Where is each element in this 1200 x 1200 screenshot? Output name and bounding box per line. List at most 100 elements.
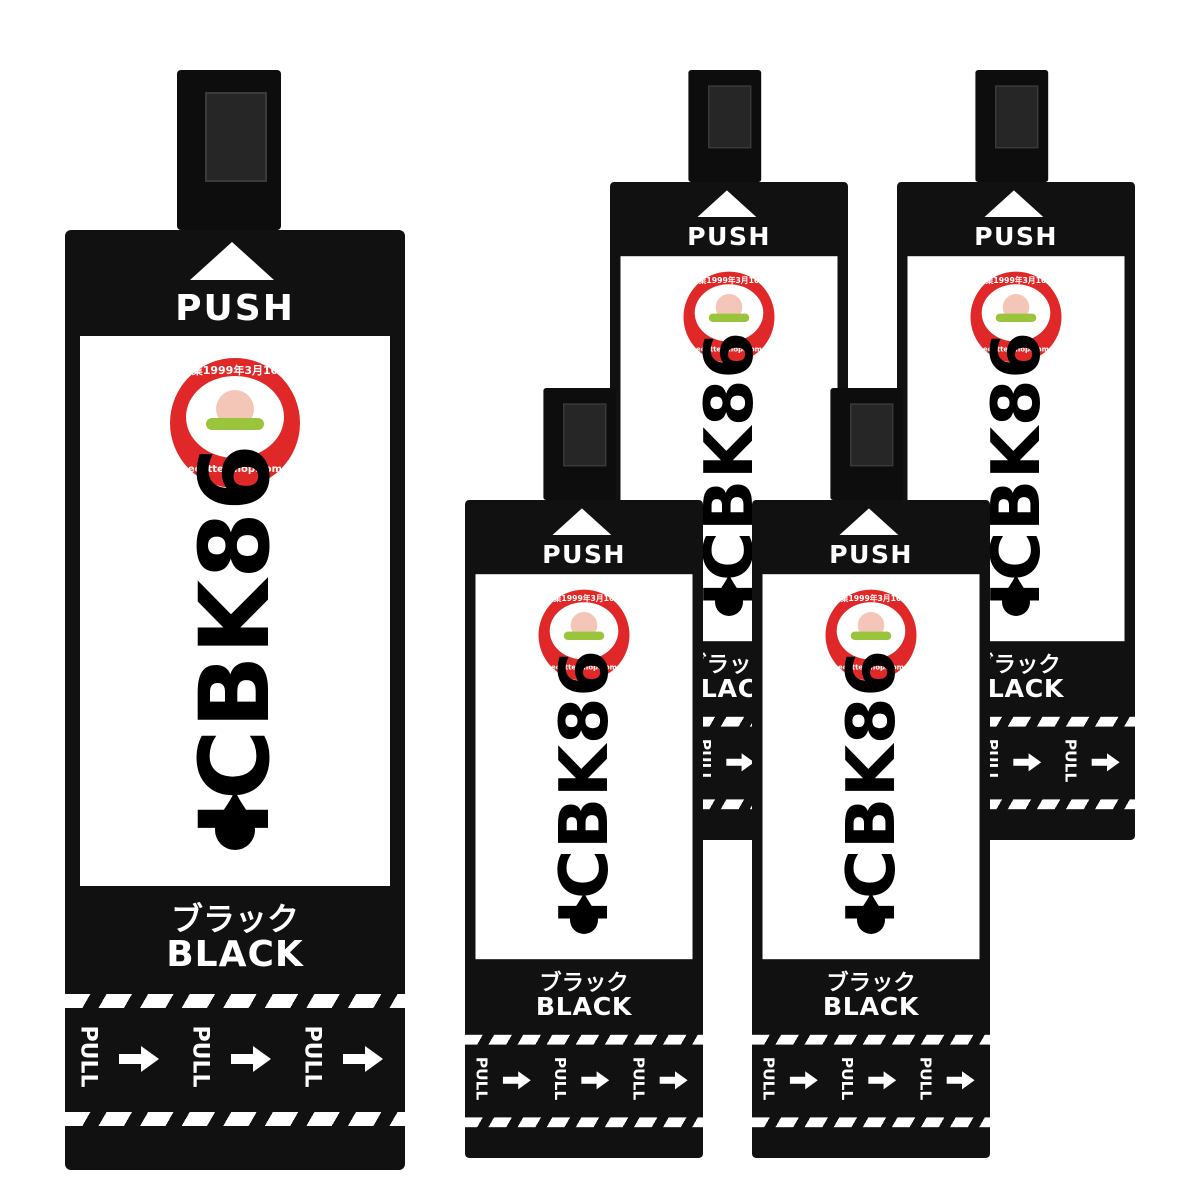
up-arrow-icon: [697, 190, 757, 217]
pull-tab: PULL: [752, 1047, 829, 1114]
seal-mascot: [186, 376, 284, 458]
push-label: PUSH: [974, 222, 1058, 252]
up-arrow-icon: [839, 508, 899, 535]
up-arrow-icon: [984, 190, 1044, 217]
right-arrow-icon: [581, 1071, 610, 1090]
model-wrap: ICBK86: [793, 649, 950, 924]
up-arrow-icon: [552, 508, 612, 535]
cartridge-cap: [177, 70, 281, 230]
right-arrow-icon: [726, 753, 755, 772]
right-arrow-icon: [231, 1046, 271, 1072]
seal-bottom-text: ecotte-shop.com: [696, 345, 762, 354]
seal-bottom-text: ecotte-shop.com: [983, 345, 1049, 354]
cartridge-cap: [543, 388, 617, 500]
pull-label: PULL: [629, 1056, 647, 1101]
stripe-top: [752, 1034, 990, 1045]
mascot-mustache: [850, 631, 892, 640]
pull-tab-band: PULL PULL PULL: [65, 990, 405, 1130]
push-label: PUSH: [687, 222, 771, 252]
model-wrap: ICBK86: [123, 443, 347, 836]
color-name-jp: ブラック: [170, 900, 299, 938]
pull-tab: PULL: [177, 1012, 287, 1108]
mascot-mustache: [995, 313, 1037, 322]
cartridge-cap: [688, 70, 762, 182]
pull-label: PULL: [1061, 738, 1079, 783]
color-name-jp: ブラック: [539, 969, 629, 996]
shop-seal-logo: 創業1999年3月10日 ecotte-shop.com: [170, 358, 300, 488]
right-arrow-icon: [119, 1046, 159, 1072]
cartridge-cap: [975, 70, 1049, 182]
push-label: PUSH: [175, 288, 295, 329]
right-arrow-icon: [343, 1046, 383, 1072]
pull-label: PULL: [75, 1025, 101, 1088]
seal-mascot: [836, 602, 906, 660]
pull-label: PULL: [759, 1056, 777, 1101]
ink-drop-icon: [715, 574, 743, 616]
shop-seal-logo: 創業1999年3月10日 ecotte-shop.com: [970, 271, 1062, 363]
shop-seal-logo: 創業1999年3月10日 ecotte-shop.com: [538, 589, 630, 681]
pull-label: PULL: [187, 1025, 213, 1088]
ink-drop-icon: [570, 892, 598, 934]
stripe-bottom: [465, 1117, 703, 1128]
right-arrow-icon: [868, 1071, 897, 1090]
pull-tab: PULL: [909, 1047, 986, 1114]
pull-label: PULL: [472, 1056, 490, 1101]
seal-mascot: [981, 284, 1051, 342]
pull-label: PULL: [550, 1056, 569, 1101]
stripe-top: [897, 716, 1135, 727]
pull-tab: PULL: [830, 1047, 907, 1114]
right-arrow-icon: [1091, 753, 1120, 772]
ink-drop-icon: [1002, 574, 1030, 616]
right-arrow-icon: [946, 1071, 975, 1090]
stripe-top: [465, 1034, 703, 1045]
ink-cartridge: PUSH 創業1999年3月10日 ecotte-shop.com ICBK86…: [65, 70, 405, 1170]
cartridge-cap: [830, 388, 904, 500]
seal-top-text: 創業1999年3月10日: [545, 593, 622, 603]
ink-drop-icon: [857, 892, 885, 934]
model-number: ICBK86: [544, 649, 624, 925]
right-arrow-icon: [659, 1071, 688, 1090]
seal-top-text: 創業1999年3月10日: [832, 593, 909, 603]
stripe-top: [610, 716, 848, 727]
seal-bottom-text: ecotte-shop.com: [187, 464, 283, 475]
color-name-en: BLACK: [535, 992, 633, 1022]
ink-cartridge: PUSH 創業1999年3月10日 ecotte-shop.com ICBK86…: [752, 388, 990, 1158]
pull-label: PULL: [837, 1056, 856, 1101]
shop-seal-logo: 創業1999年3月10日 ecotte-shop.com: [683, 271, 775, 363]
stripe-top: [65, 994, 405, 1008]
pull-tab: PULL: [975, 729, 1052, 796]
seal-top-text: 創業1999年3月10日: [690, 275, 767, 285]
right-arrow-icon: [502, 1071, 531, 1090]
pull-tab-band: PULL PULL PULL: [752, 1032, 990, 1130]
pull-label: PULL: [916, 1056, 934, 1101]
right-arrow-icon: [1013, 753, 1042, 772]
stripe-bottom: [752, 1117, 990, 1128]
pull-tab: PULL: [289, 1012, 399, 1108]
ink-cartridge: PUSH 創業1999年3月10日 ecotte-shop.com ICBK86…: [465, 388, 703, 1158]
stripe-bottom: [65, 1112, 405, 1126]
pull-tab: PULL: [543, 1047, 620, 1114]
mascot-mustache: [708, 313, 750, 322]
seal-top-text: 創業1999年3月10日: [180, 364, 290, 377]
color-name-jp: ブラック: [826, 969, 916, 996]
right-arrow-icon: [789, 1071, 818, 1090]
pull-tab-band: PULL PULL PULL: [465, 1032, 703, 1130]
stripe-bottom: [897, 799, 1135, 810]
pull-tab: PULL: [622, 1047, 699, 1114]
pull-tab: PULL: [65, 1012, 175, 1108]
ink-drop-icon: [215, 790, 255, 850]
up-arrow-icon: [190, 242, 274, 280]
push-label: PUSH: [542, 540, 626, 570]
pull-tab: PULL: [465, 1047, 542, 1114]
mascot-mustache: [206, 418, 264, 430]
model-number: ICBK86: [179, 443, 291, 837]
seal-mascot: [694, 284, 764, 342]
stripe-bottom: [610, 799, 848, 810]
seal-bottom-text: ecotte-shop.com: [838, 663, 904, 672]
seal-top-text: 創業1999年3月10日: [977, 275, 1054, 285]
seal-bottom-text: ecotte-shop.com: [551, 663, 617, 672]
push-label: PUSH: [829, 540, 913, 570]
pull-tab: PULL: [1054, 729, 1131, 796]
color-name-en: BLACK: [822, 992, 920, 1022]
model-number: ICBK86: [831, 649, 911, 925]
